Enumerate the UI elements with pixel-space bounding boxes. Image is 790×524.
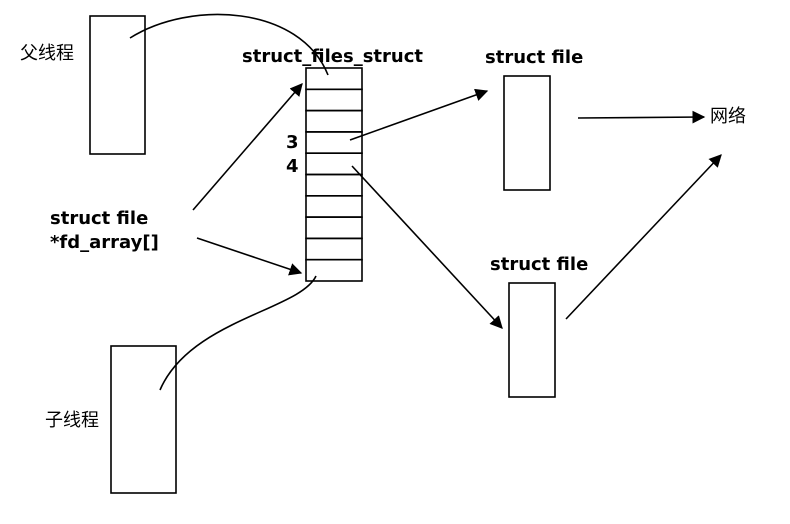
- struct-file-top-label: struct file: [485, 47, 583, 68]
- struct-file-bottom-to-network-arrow: [565, 154, 722, 320]
- fd-array-to-table-top-arrow: [192, 83, 303, 211]
- fd-array-type-label: struct file: [50, 208, 148, 229]
- fd-index-4: 4: [286, 156, 299, 177]
- fd-table-slot: [305, 237, 363, 261]
- fd-table-slot: [305, 173, 363, 197]
- fd-table-slot: [305, 216, 363, 240]
- fd-array-to-table-bottom-arrow: [196, 237, 303, 276]
- fd-table-slot: [305, 195, 363, 218]
- parent-thread-box: [89, 15, 146, 155]
- files-struct-label: struct_files_struct: [242, 46, 423, 67]
- fd-table-slot: [305, 131, 363, 154]
- fd-table: [305, 67, 363, 282]
- fd-table-slot: [305, 258, 363, 282]
- parent-thread-label: 父线程: [20, 43, 74, 64]
- fd-table-slot: [305, 152, 363, 176]
- child-thread-label: 子线程: [45, 410, 99, 431]
- child-to-table-curve: [159, 275, 317, 391]
- child-thread-box: [110, 345, 177, 494]
- fd-index-3: 3: [286, 132, 299, 153]
- parent-to-table-curve: [129, 13, 329, 76]
- fd3-to-struct-file-top-arrow: [349, 88, 489, 141]
- struct-file-top-to-network-arrow: [577, 110, 706, 124]
- fd-table-slot: [305, 88, 363, 112]
- struct-file-bottom-box: [508, 282, 556, 398]
- fd-array-name-label: *fd_array[]: [50, 232, 159, 253]
- struct-file-top-box: [503, 75, 551, 191]
- fd-table-slot: [305, 67, 363, 91]
- fd-table-slot: [305, 109, 363, 133]
- network-label: 网络: [710, 106, 746, 127]
- fd4-to-struct-file-bottom-arrow: [351, 165, 503, 329]
- struct-file-bottom-label: struct file: [490, 254, 588, 275]
